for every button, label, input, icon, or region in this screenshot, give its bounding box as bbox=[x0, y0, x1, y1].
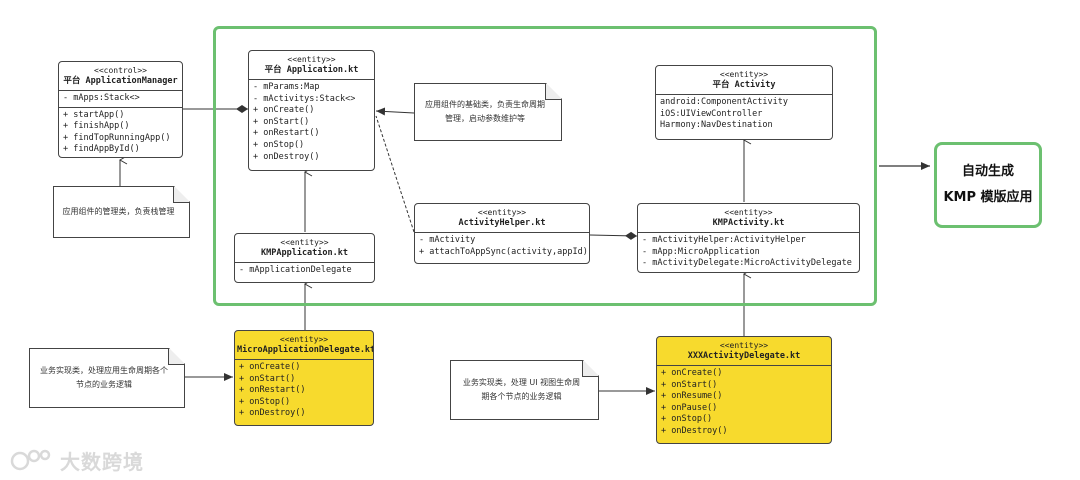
class-method: + onStart() bbox=[239, 373, 296, 384]
class-method: + onPause() bbox=[661, 402, 718, 413]
class-field: - mActivitys:Stack<> bbox=[253, 93, 356, 104]
arrow-note-application bbox=[375, 107, 415, 116]
class-method: + startApp() bbox=[63, 109, 125, 120]
class-method: + finishApp() bbox=[63, 121, 130, 132]
class-stereotype: <<entity>> bbox=[719, 341, 769, 350]
watermark-logo-icon bbox=[10, 449, 51, 470]
class-stereotype: <<entity>> bbox=[724, 208, 773, 217]
class-method: + onStart() bbox=[661, 379, 718, 390]
note-activity-delegate: 业务实现类，处理 UI 视图生命周期各个节点的业务逻辑 bbox=[450, 360, 599, 420]
class-stereotype: <<entity>> bbox=[719, 70, 769, 79]
generate-line-2: KMP 模版应用 bbox=[943, 190, 1033, 205]
class-name: 平台 Application.kt bbox=[264, 65, 359, 75]
class-field: - mParams:Map bbox=[253, 82, 320, 92]
note-text: 应用组件的管理类，负责栈管理 bbox=[62, 207, 175, 216]
class-method: + findAppById() bbox=[63, 144, 140, 155]
class-field: android:ComponentActivity bbox=[660, 97, 788, 107]
class-method: + onStart() bbox=[253, 116, 310, 127]
class-stereotype: <<entity>> bbox=[477, 208, 527, 217]
note-text: 应用组件的基础类，负责生命周期管理，启动参数维护等 bbox=[425, 100, 545, 123]
class-methods: + onCreate() + onStart() + onRestart() +… bbox=[235, 360, 373, 422]
class-name: 平台 ApplicationManager bbox=[63, 76, 178, 86]
class-method: + onCreate() bbox=[239, 362, 301, 372]
class-field: - mApps:Stack<> bbox=[63, 93, 140, 103]
class-field: - mApplicationDelegate bbox=[239, 265, 352, 275]
class-fields: - mActivity + attachToAppSync(activity,a… bbox=[415, 233, 589, 260]
class-header: <<entity>> MicroApplicationDelegate.kt bbox=[235, 331, 373, 360]
class-header: <<entity>> XXXActivityDelegate.kt bbox=[657, 337, 831, 366]
class-field: Harmony:NavDestination bbox=[660, 120, 773, 131]
class-header: <<entity>> 平台 Application.kt bbox=[249, 51, 374, 80]
class-micro-application-delegate: <<entity>> MicroApplicationDelegate.kt +… bbox=[234, 330, 374, 426]
class-header: <<control>> 平台 ApplicationManager bbox=[59, 62, 182, 91]
class-method: + attachToAppSync(activity,appId) bbox=[419, 246, 588, 257]
class-methods: + startApp() + finishApp() + findTopRunn… bbox=[59, 106, 182, 157]
class-field: - mActivity bbox=[419, 235, 476, 245]
class-method: + onDestroy() bbox=[253, 151, 320, 162]
class-header: <<entity>> ActivityHelper.kt bbox=[415, 204, 589, 233]
class-xxx-activity-delegate: <<entity>> XXXActivityDelegate.kt + onCr… bbox=[656, 336, 832, 444]
class-name: KMPApplication.kt bbox=[261, 248, 348, 258]
class-platform-application: <<entity>> 平台 Application.kt - mParams:M… bbox=[248, 50, 375, 171]
class-name: MicroApplicationDelegate.kt bbox=[237, 345, 374, 355]
note-application: 应用组件的基础类，负责生命周期管理，启动参数维护等 bbox=[414, 83, 562, 141]
class-name: ActivityHelper.kt bbox=[458, 218, 546, 228]
class-name: KMPActivity.kt bbox=[712, 218, 785, 228]
class-kmp-application: <<entity>> KMPApplication.kt - mApplicat… bbox=[234, 233, 375, 283]
class-fields: - mActivityHelper:ActivityHelper - mApp:… bbox=[638, 233, 859, 272]
class-field: - mActivityHelper:ActivityHelper bbox=[642, 235, 806, 245]
generate-line-1: 自动生成 bbox=[961, 164, 1014, 179]
note-app-manager: 应用组件的管理类，负责栈管理 bbox=[53, 186, 190, 238]
class-kmp-activity: <<entity>> KMPActivity.kt - mActivityHel… bbox=[637, 203, 860, 273]
class-stereotype: <<entity>> bbox=[280, 238, 329, 247]
class-stereotype: <<control>> bbox=[94, 66, 147, 75]
class-method: + onDestroy() bbox=[239, 408, 306, 419]
watermark: 大数跨境 bbox=[10, 446, 144, 475]
class-header: <<entity>> 平台 Activity bbox=[656, 66, 832, 95]
note-micro-application: 业务实现类，处理应用生命周期各个节点的业务逻辑 bbox=[29, 348, 185, 408]
class-method: + onCreate() bbox=[661, 368, 723, 378]
class-platform-activity: <<entity>> 平台 Activity android:Component… bbox=[655, 65, 833, 140]
class-field: iOS:UIViewController bbox=[660, 108, 763, 119]
class-method: + findTopRunningApp() bbox=[63, 132, 171, 143]
class-header: <<entity>> KMPApplication.kt bbox=[235, 234, 374, 263]
class-fields: android:ComponentActivity iOS:UIViewCont… bbox=[656, 95, 832, 134]
class-field: - mActivityDelegate:MicroActivityDelegat… bbox=[642, 258, 852, 269]
aggregation-kmpactivity-helper bbox=[589, 231, 638, 240]
class-field: - mApp:MicroApplication bbox=[642, 246, 760, 257]
class-method: + onStop() bbox=[239, 396, 291, 407]
watermark-text: 大数跨境 bbox=[60, 450, 144, 474]
class-name: 平台 Activity bbox=[712, 80, 776, 90]
class-method: + onStop() bbox=[661, 414, 713, 425]
class-fields: - mParams:Map - mActivitys:Stack<> + onC… bbox=[249, 80, 374, 165]
class-header: <<entity>> KMPActivity.kt bbox=[638, 204, 859, 233]
note-text: 业务实现类，处理应用生命周期各个节点的业务逻辑 bbox=[40, 366, 168, 389]
kmp-framework-frame bbox=[213, 26, 877, 306]
class-methods: + onCreate() + onStart() + onResume() + … bbox=[657, 366, 831, 440]
dependency-helper-application bbox=[375, 115, 415, 233]
class-stereotype: <<entity>> bbox=[279, 335, 329, 344]
class-method: + onDestroy() bbox=[661, 425, 728, 436]
auto-generate-box: 自动生成 KMP 模版应用 bbox=[934, 142, 1042, 228]
class-method: + onCreate() bbox=[253, 105, 315, 116]
class-fields: - mApplicationDelegate bbox=[235, 263, 374, 279]
class-application-manager: <<control>> 平台 ApplicationManager - mApp… bbox=[58, 61, 183, 158]
class-method: + onResume() bbox=[661, 391, 723, 402]
class-fields: - mApps:Stack<> bbox=[59, 91, 182, 107]
class-method: + onStop() bbox=[253, 139, 305, 150]
class-method: + onRestart() bbox=[239, 385, 306, 396]
class-activity-helper: <<entity>> ActivityHelper.kt - mActivity… bbox=[414, 203, 590, 264]
class-stereotype: <<entity>> bbox=[287, 55, 336, 64]
note-text: 业务实现类，处理 UI 视图生命周期各个节点的业务逻辑 bbox=[462, 378, 581, 401]
class-method: + onRestart() bbox=[253, 128, 320, 139]
class-name: XXXActivityDelegate.kt bbox=[687, 351, 801, 361]
